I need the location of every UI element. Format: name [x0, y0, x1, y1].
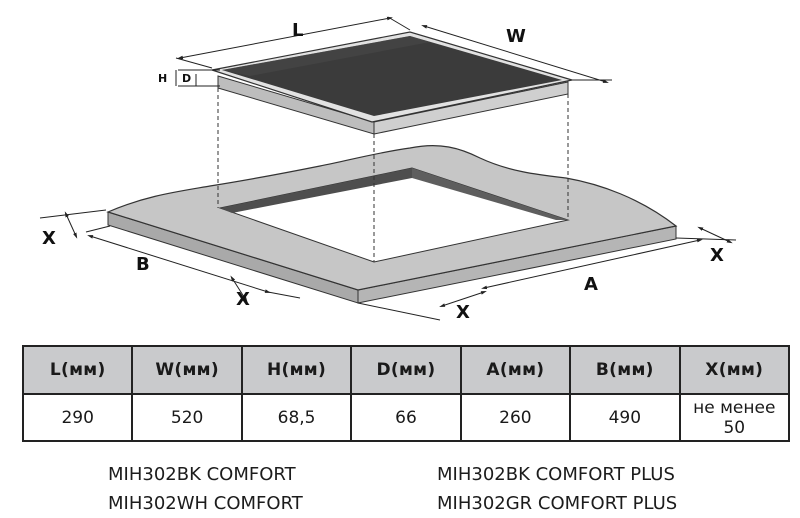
model-list-left: MIH302BK COMFORT MIH302WH COMFORT — [108, 460, 303, 518]
label-B: B — [136, 254, 150, 275]
cell-A: 260 — [459, 393, 572, 442]
projection-lines — [217, 88, 569, 262]
header-L: L(мм) — [21, 345, 134, 395]
model-name: MIH302WH COMFORT — [108, 493, 303, 514]
model-name: MIH302BK COMFORT — [108, 464, 296, 485]
label-W: W — [506, 26, 526, 47]
dimension-lines — [39, 16, 737, 321]
header-A: A(мм) — [459, 345, 572, 395]
model-name: MIH302BK COMFORT PLUS — [437, 464, 675, 485]
installation-diagram: L W H D X B X A X X — [39, 16, 737, 323]
cell-X: не менее 50 — [678, 393, 791, 442]
cell-B: 490 — [569, 393, 681, 442]
table-header-row: L(мм) W(мм) H(мм) D(мм) A(мм) B(мм) X(мм… — [21, 345, 791, 395]
header-W: W(мм) — [131, 345, 243, 395]
label-L: L — [292, 20, 303, 41]
model-name: MIH302GR COMFORT PLUS — [437, 493, 678, 514]
header-B: B(мм) — [569, 345, 681, 395]
label-D: D — [182, 72, 191, 85]
label-X-bottom-left: X — [236, 289, 250, 310]
header-H: H(мм) — [240, 345, 353, 395]
label-A: A — [584, 274, 598, 295]
model-list-right: MIH302BK COMFORT PLUS MIH302GR COMFORT P… — [437, 460, 677, 518]
cell-L: 290 — [21, 393, 134, 442]
header-D: D(мм) — [350, 345, 462, 395]
label-H: H — [158, 72, 167, 85]
table-row: 290 520 68,5 66 260 490 не менее 50 — [21, 393, 791, 442]
label-X-left: X — [42, 228, 56, 249]
cutout-right-wall — [412, 168, 568, 220]
cutout-back-wall — [220, 168, 412, 213]
cell-H: 68,5 — [240, 393, 353, 442]
label-X-bottom-right: X — [456, 302, 470, 323]
cooktop — [211, 31, 573, 135]
cell-W: 520 — [131, 393, 243, 442]
label-X-right: X — [710, 245, 724, 266]
cell-D: 66 — [350, 393, 462, 442]
dimensions-table: L(мм) W(мм) H(мм) D(мм) A(мм) B(мм) X(мм… — [21, 345, 791, 442]
header-X: X(мм) — [678, 345, 791, 395]
